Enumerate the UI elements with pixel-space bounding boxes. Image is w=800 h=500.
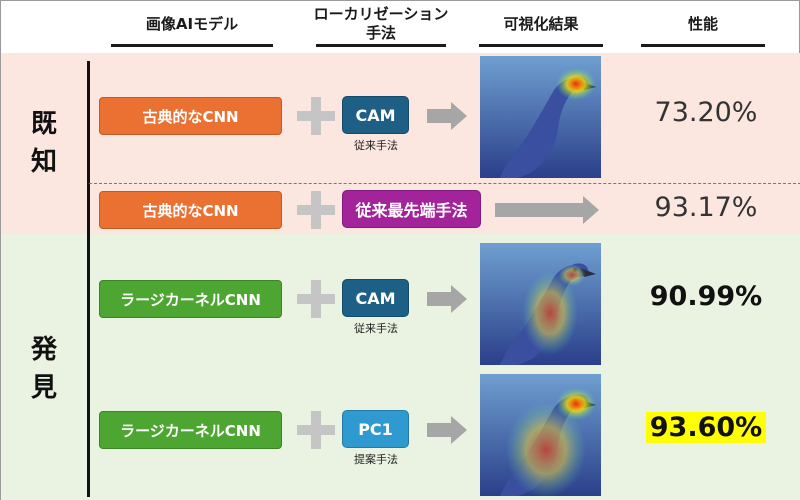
plus-icon: [297, 191, 335, 229]
discovery-section-background: [1, 234, 800, 500]
score-value: 90.99%: [649, 281, 763, 312]
heatmap-blob: [558, 264, 586, 286]
group-label-discovery: 発 見: [30, 335, 57, 403]
heatmap-blob: [556, 68, 596, 100]
score-value: 93.17%: [654, 192, 758, 223]
visualization-image-cam-classic: [480, 56, 601, 178]
row-divider: [89, 183, 800, 184]
plus-icon: [297, 280, 335, 318]
plus-icon: [297, 411, 335, 449]
arrow-right-icon: [427, 102, 467, 130]
header-visualization: 可視化結果: [503, 15, 579, 33]
group-label-known: 既 知: [30, 109, 57, 177]
header-performance-rule: [641, 44, 765, 47]
model-box-classic-cnn: 古典的なCNN: [99, 191, 282, 229]
header-model-rule: [111, 44, 273, 47]
method-box-cam: CAM: [342, 279, 409, 317]
heatmap-blob: [556, 388, 596, 420]
header-localization: ローカリゼーション 手法: [313, 5, 449, 42]
method-box-cam: CAM: [342, 96, 409, 134]
header-performance: 性能: [687, 15, 718, 33]
method-box-sota: 従来最先端手法: [342, 190, 481, 228]
header-model: 画像AIモデル: [145, 15, 239, 33]
method-note: 提案手法: [354, 453, 398, 466]
score-highlight: 93.60%: [645, 412, 767, 443]
heatmap-blob: [506, 402, 586, 496]
header-visualization-rule: [479, 44, 603, 47]
visualization-image-pc1-large-kernel: [480, 374, 601, 496]
group-bracket-line: [87, 61, 90, 497]
arrow-right-icon: [427, 285, 467, 313]
model-box-large-kernel-cnn: ラージカーネルCNN: [99, 411, 282, 449]
model-box-large-kernel-cnn: ラージカーネルCNN: [99, 280, 282, 318]
score-value: 73.20%: [654, 97, 758, 128]
model-box-classic-cnn: 古典的なCNN: [99, 97, 282, 135]
arrow-right-icon: [427, 416, 467, 444]
method-note: 従来手法: [354, 139, 398, 152]
plus-icon: [297, 97, 335, 135]
heatmap-blob: [522, 271, 578, 355]
score-value: 93.60%: [631, 412, 781, 443]
bird-silhouette: [500, 76, 589, 178]
method-note: 従来手法: [354, 322, 398, 335]
arrow-right-icon: [495, 196, 599, 224]
header-localization-rule: [316, 44, 446, 47]
visualization-image-cam-large-kernel: [480, 243, 601, 365]
method-box-pc1: PC1: [342, 410, 409, 448]
